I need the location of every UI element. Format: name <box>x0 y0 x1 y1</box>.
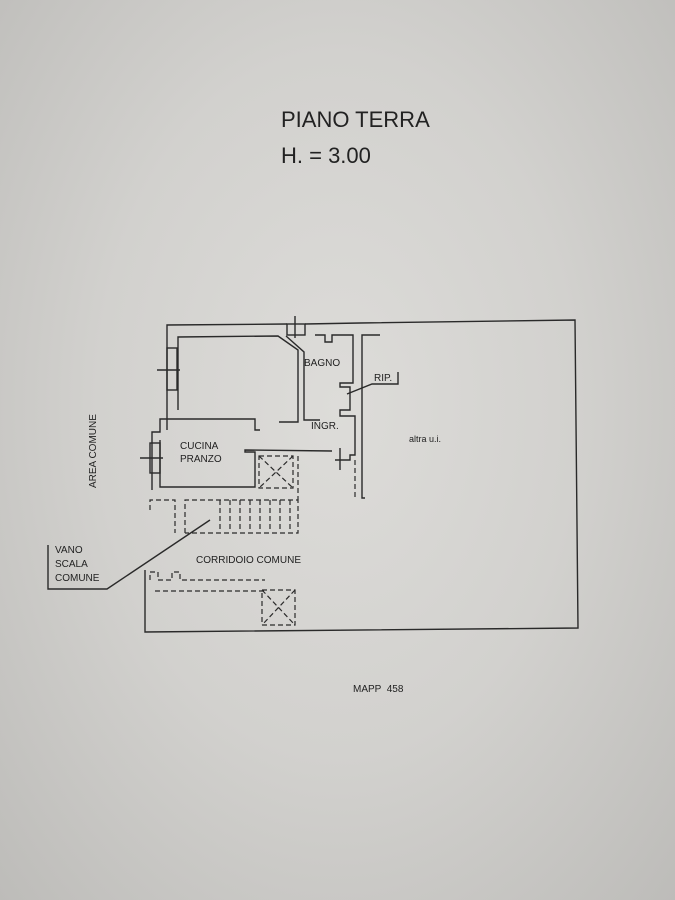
room-label-cucina: CUCINA <box>180 441 219 452</box>
apartment-walls <box>144 319 579 633</box>
room-label-pranzo: PRANZO <box>180 454 222 465</box>
page-title: PIANO TERRA <box>281 107 430 132</box>
room-label-corridoio: CORRIDOIO COMUNE <box>196 555 301 566</box>
vano-scala-line-2: SCALA <box>55 559 88 570</box>
stair-and-shafts <box>149 455 356 626</box>
vano-scala-line-1: VANO <box>55 545 83 556</box>
height-label: H. = 3.00 <box>281 143 371 168</box>
rip-leader <box>346 372 399 395</box>
room-label-ingr: INGR. <box>311 421 339 432</box>
room-label-altra-ui: altra u.i. <box>409 434 441 444</box>
room-label-rip: RIP. <box>374 373 392 384</box>
vano-scala-line-3: COMUNE <box>55 573 100 584</box>
room-label-bagno: BAGNO <box>304 358 340 369</box>
area-comune-label: AREA COMUNE <box>88 414 99 488</box>
windows <box>140 316 306 474</box>
mapp-label: MAPP 458 <box>353 684 404 695</box>
vano-scala-leader <box>47 519 211 590</box>
